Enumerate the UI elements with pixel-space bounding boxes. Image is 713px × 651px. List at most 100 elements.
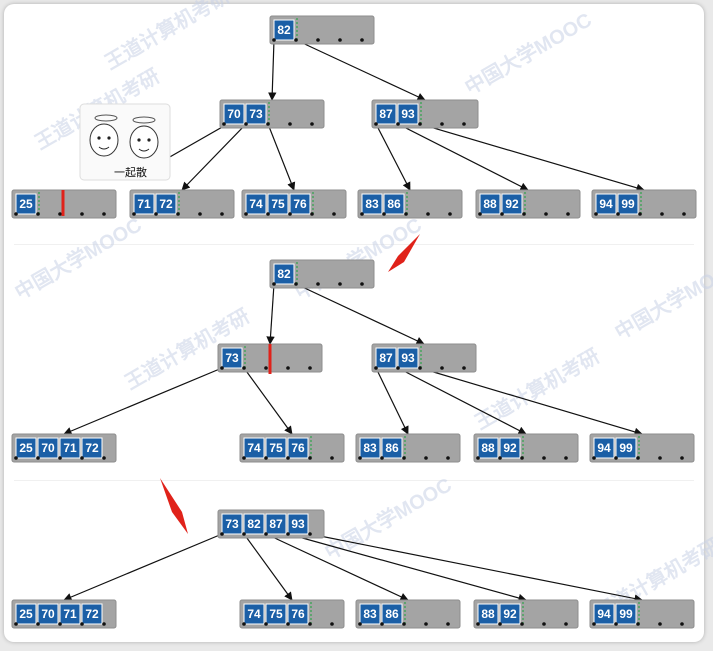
watermark-text: 中国大学MOOC <box>11 212 146 304</box>
transition-arrow-1 <box>388 234 420 272</box>
key-cell <box>359 437 381 459</box>
key-cell <box>501 193 523 215</box>
pointer-dot <box>264 456 268 460</box>
key-label: 87 <box>379 107 393 121</box>
tree-edge <box>265 533 409 601</box>
key-cell <box>59 603 81 625</box>
key-cell <box>383 193 405 215</box>
pointer-dot <box>520 622 524 626</box>
watermark-text: 中国大学MOOC <box>461 7 596 99</box>
key-label: 83 <box>363 441 377 455</box>
pointer-dot <box>286 532 290 536</box>
pointer-dot <box>636 456 640 460</box>
key-cell <box>81 437 103 459</box>
pointer-dot <box>360 38 364 42</box>
pointer-dot <box>446 622 450 626</box>
pointer-dot <box>360 282 364 286</box>
key-label: 99 <box>619 607 633 621</box>
pointer-dot <box>266 122 270 126</box>
key-label: 72 <box>85 607 99 621</box>
key-cell <box>81 603 103 625</box>
pointer-dot <box>594 212 598 216</box>
key-cell <box>265 513 287 535</box>
pointer-dot <box>272 38 276 42</box>
key-cell <box>479 193 501 215</box>
pointer-dot <box>264 532 268 536</box>
key-label: 25 <box>19 607 33 621</box>
pointer-dot <box>614 456 618 460</box>
pointer-dot <box>132 212 136 216</box>
key-cell <box>243 437 265 459</box>
transition-arrow-2 <box>160 478 188 534</box>
key-label: 88 <box>481 441 495 455</box>
b-tree-node: 83 86 <box>355 433 461 463</box>
pointer-dot <box>272 282 276 286</box>
pointer-dot <box>176 212 180 216</box>
b-tree-node: 82 <box>269 15 375 45</box>
key-label: 75 <box>271 197 285 211</box>
key-label: 74 <box>249 197 263 211</box>
panel-divider <box>14 480 694 481</box>
pointer-dot <box>220 212 224 216</box>
key-label: 86 <box>385 441 399 455</box>
key-label: 99 <box>619 441 633 455</box>
pointer-dot <box>360 212 364 216</box>
key-label: 25 <box>19 197 33 211</box>
key-cell <box>381 603 403 625</box>
pointer-dot <box>544 212 548 216</box>
tree-edge <box>267 123 296 191</box>
pointer-dot <box>522 212 526 216</box>
key-cell <box>221 513 243 535</box>
key-cell <box>593 603 615 625</box>
pointer-dot <box>316 38 320 42</box>
key-cell <box>15 603 37 625</box>
pointer-dot <box>374 122 378 126</box>
key-label: 93 <box>291 517 305 531</box>
pointer-dot <box>374 366 378 370</box>
key-label: 25 <box>19 441 33 455</box>
key-cell <box>15 437 37 459</box>
pointer-dot <box>36 456 40 460</box>
pointer-dot <box>404 212 408 216</box>
key-label: 94 <box>599 197 613 211</box>
pointer-dot <box>658 622 662 626</box>
tree-edge <box>375 123 411 191</box>
pointer-dot <box>198 212 202 216</box>
key-cell <box>287 513 309 535</box>
pointer-dot <box>36 212 40 216</box>
key-cell <box>615 437 637 459</box>
pointer-dot <box>154 212 158 216</box>
tree-edge <box>375 367 409 435</box>
pointer-dot <box>462 122 466 126</box>
pointer-dot <box>308 622 312 626</box>
key-cell <box>499 603 521 625</box>
pointer-dot <box>426 212 430 216</box>
key-label: 94 <box>597 441 611 455</box>
key-cell <box>359 603 381 625</box>
pointer-dot <box>286 456 290 460</box>
pointer-dot <box>220 366 224 370</box>
key-cell <box>289 193 311 215</box>
edge-layer <box>63 39 645 603</box>
key-cell <box>245 103 267 125</box>
pointer-dot <box>244 212 248 216</box>
key-cell <box>287 603 309 625</box>
key-label: 93 <box>401 107 415 121</box>
pointer-dot <box>614 622 618 626</box>
pointer-dot <box>242 366 246 370</box>
key-label: 71 <box>137 197 151 211</box>
pointer-dot <box>380 622 384 626</box>
pointer-dot <box>498 622 502 626</box>
pointer-dot <box>102 456 106 460</box>
key-label: 72 <box>159 197 173 211</box>
panel-divider <box>14 244 694 245</box>
pointer-dot <box>498 456 502 460</box>
tree-edge <box>181 123 247 191</box>
pointer-dot <box>542 456 546 460</box>
